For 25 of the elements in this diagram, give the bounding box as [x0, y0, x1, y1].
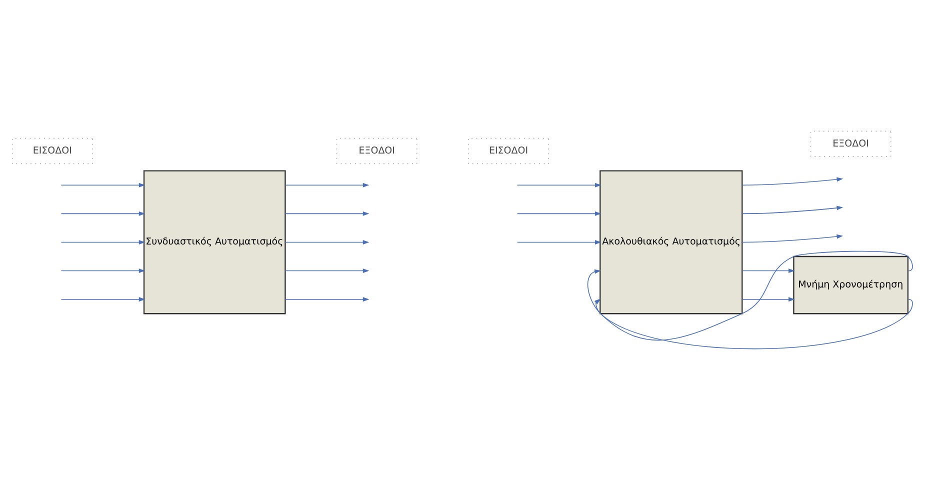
arrow — [284, 211, 370, 216]
arrow — [516, 211, 602, 216]
arrow — [516, 240, 602, 244]
node-box: ΕΞΟΔΟΙ — [810, 130, 892, 157]
arrow — [284, 297, 370, 302]
node-box: Ακολουθιακός Αυτοματισμός — [600, 170, 743, 314]
node-box: ΕΞΟΔΟΙ — [336, 138, 418, 164]
node-box: ΕΙΣΟΔΟΙ — [12, 138, 93, 164]
arrow — [284, 240, 370, 244]
arrow — [60, 297, 146, 302]
arrow — [284, 268, 370, 274]
arrow — [60, 268, 146, 274]
arrow — [742, 206, 844, 214]
arrow — [284, 182, 370, 188]
arrow — [742, 297, 795, 302]
arrow — [516, 182, 602, 188]
arrow — [742, 177, 844, 186]
node-box: Μνήμη Χρονομέτρηση — [793, 256, 909, 314]
node-box: ΕΙΣΟΔΟΙ — [468, 138, 549, 164]
arrow — [60, 182, 146, 188]
arrow — [742, 268, 795, 274]
arrow — [60, 211, 146, 216]
arrow — [742, 234, 844, 243]
arrow — [60, 240, 146, 244]
node-box: Συνδυαστικός Αυτοματισμός — [143, 170, 286, 314]
